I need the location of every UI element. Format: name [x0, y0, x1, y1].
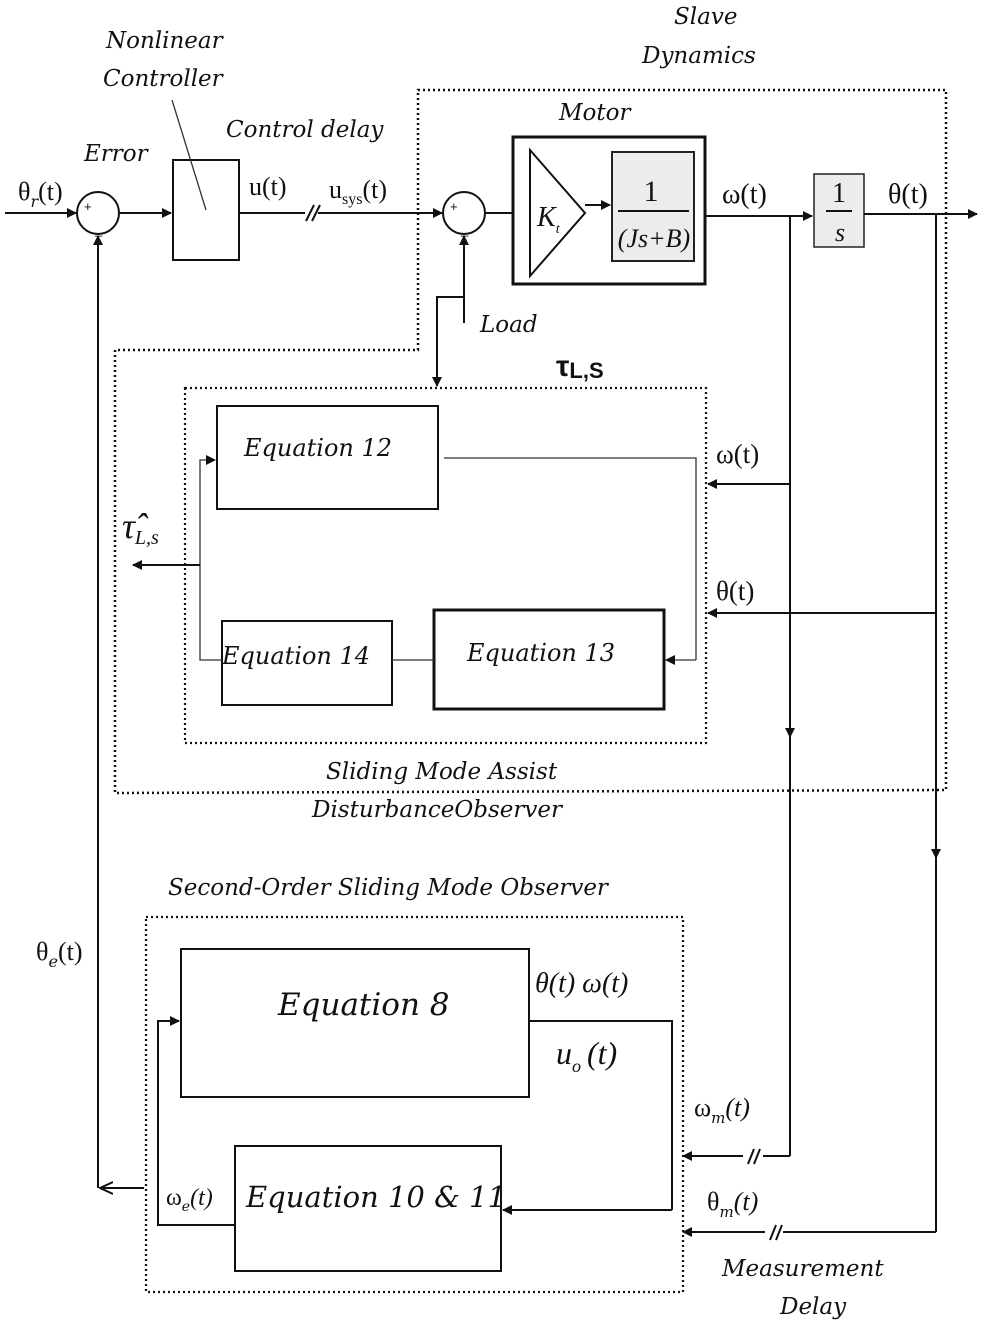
kt-label: Kt	[536, 202, 561, 237]
sosmo-region	[144, 915, 685, 1294]
smado-label-line1: Sliding Mode Assist	[326, 759, 558, 785]
equation-12-block	[216, 405, 439, 510]
theta-omega-output-label: θ(t) ω(t)	[535, 968, 628, 999]
tf-denominator: (Js+B)	[618, 224, 690, 253]
theta-measurement-delay-wire	[684, 1224, 936, 1241]
omega-output-label: ω(t)	[722, 179, 767, 210]
sum1-minus: _	[94, 222, 103, 237]
equation-8-label: Equation 8	[277, 987, 450, 1023]
theta-output-label: θ(t)	[888, 179, 928, 210]
equation-14-block	[221, 620, 393, 706]
equation-13-label: Equation 13	[466, 639, 615, 667]
measurement-label: Measurement	[721, 1256, 884, 1282]
control-delay-label: Control delay	[226, 117, 384, 143]
controller-label-line2: Controller	[103, 66, 225, 92]
slave-dynamics-region	[113, 88, 948, 795]
smado-label-line2: DisturbanceObserver	[311, 797, 564, 823]
equation-10-11-label: Equation 10 & 11	[245, 1180, 506, 1214]
nonlinear-label-line1: Nonlinear	[105, 28, 225, 54]
equation-8-block	[180, 948, 530, 1098]
theta-e-label: θe(t)	[36, 937, 82, 971]
u-t-label: u(t)	[249, 172, 287, 201]
inertia-transfer-block	[611, 151, 695, 262]
slave-label: Slave	[674, 4, 737, 30]
equation-13-block	[432, 608, 666, 711]
eq12-to-eq13-wire	[444, 457, 697, 660]
theta-m-label: θm(t)	[707, 1187, 758, 1221]
omega-observer-input-label: ω(t)	[716, 439, 759, 469]
motor-label: Motor	[558, 100, 632, 126]
equation-10-11-block	[234, 1145, 502, 1272]
dynamics-label: Dynamics	[641, 43, 756, 69]
omega-measurement-arrowhead	[682, 1151, 692, 1161]
delay-label: Delay	[779, 1294, 847, 1320]
theta-r-label: θr(t)	[18, 177, 63, 211]
omega-measurement-delay-wire	[684, 1148, 790, 1165]
load-label: Load	[479, 312, 538, 338]
equation-12-label: Equation 12	[243, 434, 392, 462]
integrator-denominator: s	[835, 218, 845, 247]
disturbance-to-observer-arrow	[432, 296, 464, 387]
u-sys-label: usys(t)	[329, 175, 387, 208]
u-o-label: uo(t)	[556, 1035, 617, 1076]
smado-region	[183, 386, 708, 745]
omega-m-label: ωm(t)	[694, 1093, 750, 1127]
theta-measurement-arrowhead	[682, 1227, 692, 1237]
theta-observer-input-label: θ(t)	[716, 576, 754, 606]
eq8-output-wire	[529, 1020, 673, 1210]
controller-leader-line	[171, 99, 207, 211]
equation-14-label: Equation 14	[221, 642, 370, 670]
tau-hat-label: τ̂L,s	[122, 506, 159, 549]
sosmo-title-label: Second-Order Sliding Mode Observer	[168, 875, 610, 901]
control-delay-break	[305, 204, 321, 222]
sum2-minus: _	[460, 222, 469, 237]
sum2-plus: +	[450, 199, 458, 214]
eq10-to-eq8-arrow	[157, 1016, 235, 1226]
tf-numerator: 1	[644, 175, 659, 208]
integrator-numerator: 1	[832, 178, 846, 209]
tau-ls-label: τL,S	[556, 350, 604, 383]
error-label: Error	[83, 141, 150, 167]
omega-e-label: ωe(t)	[166, 1185, 213, 1215]
torque-gain-block	[529, 147, 587, 279]
eq14-to-eq12-wire	[199, 455, 222, 661]
sum1-plus: +	[84, 199, 92, 214]
